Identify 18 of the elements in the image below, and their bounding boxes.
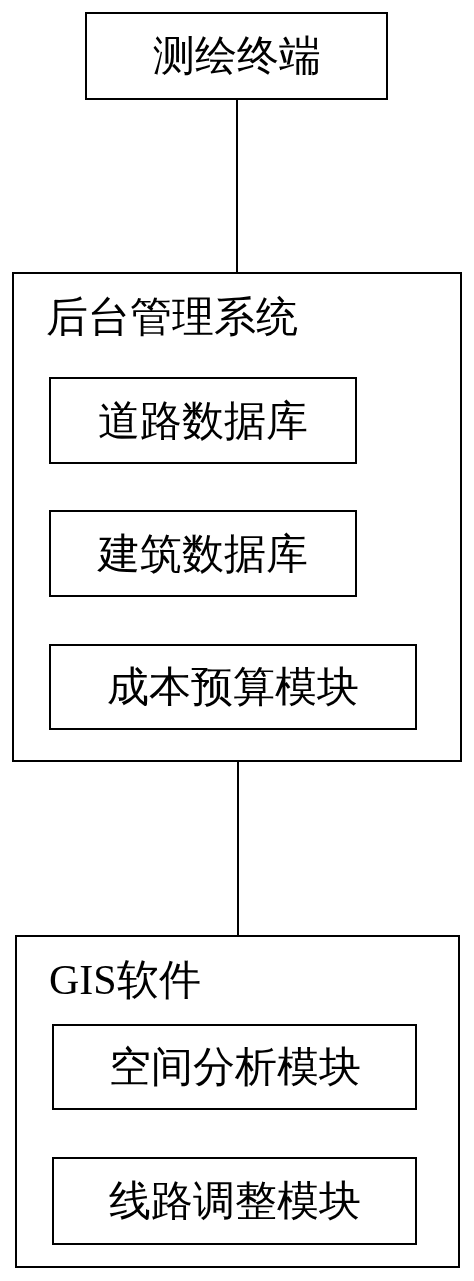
process-box xyxy=(49,510,357,597)
process-box xyxy=(52,1024,417,1110)
process-box xyxy=(49,644,417,730)
box-label: 空间分析模块 xyxy=(108,1046,361,1088)
box-label: 测绘终端 xyxy=(152,35,321,77)
box-heading: GIS软件 xyxy=(49,959,201,1001)
process-box xyxy=(85,12,388,100)
process-box xyxy=(52,1157,417,1245)
box-label: 成本预算模块 xyxy=(107,666,359,708)
container-box xyxy=(15,935,460,1268)
process-box xyxy=(49,377,357,464)
box-label: 建筑数据库 xyxy=(98,532,308,575)
box-label: 线路调整模块 xyxy=(108,1180,361,1222)
container-box xyxy=(12,272,462,762)
box-label: 道路数据库 xyxy=(98,399,308,442)
connector-line xyxy=(236,99,238,273)
connector-line xyxy=(237,761,239,936)
box-heading: 后台管理系统 xyxy=(46,296,298,338)
